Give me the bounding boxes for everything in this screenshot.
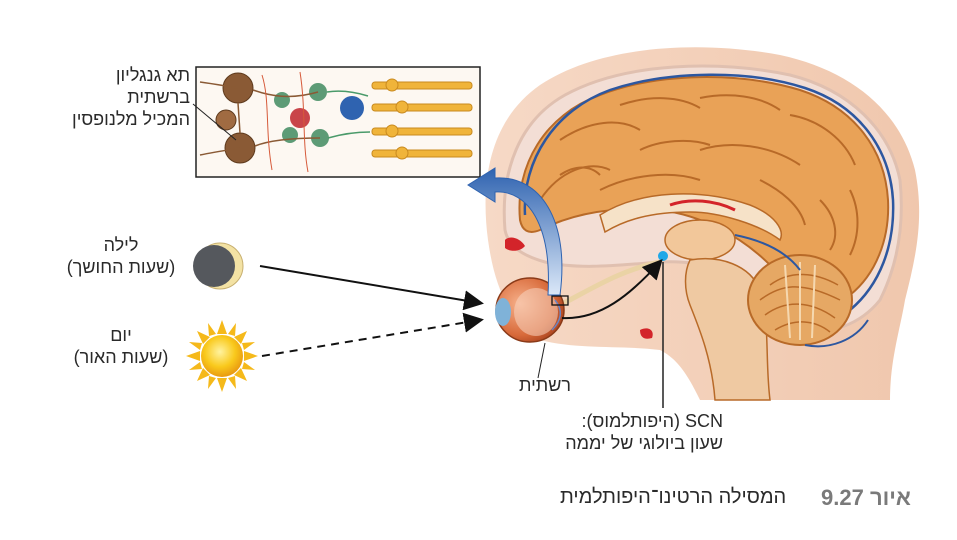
photoreceptors — [371, 78, 473, 160]
retina-to-inset-arrow — [467, 167, 563, 296]
scn-label-line2: שעון ביולוגי של יממה — [565, 433, 723, 453]
retinohypothalamic-arrow — [561, 259, 663, 320]
head-section — [485, 47, 920, 401]
night-label-title: לילה — [103, 235, 139, 255]
moon-icon — [193, 242, 244, 290]
figure-title: המסילה הרטינו־היפותלמית — [560, 486, 787, 508]
day-arrow — [261, 312, 484, 357]
sun-icon — [186, 320, 258, 392]
retina-label: רשתית — [519, 375, 571, 395]
ganglion-label-line2: ברשתית — [127, 87, 190, 107]
corpus-callosum — [599, 193, 782, 242]
day-label-subtitle: (שעות האור) — [73, 347, 169, 367]
day-label-title: יום — [110, 325, 132, 345]
retina-inset — [192, 66, 481, 178]
ganglion-label-line1: תא גנגליון — [115, 65, 190, 85]
day-label: יום (שעות האור) — [62, 324, 180, 368]
ganglion-label-line3: המכיל מלנופסין — [72, 109, 190, 129]
scn-dot — [658, 251, 668, 261]
figure-number: איור 9.27 — [821, 485, 911, 510]
scn-label-line1: SCN (היפותלמוס): — [581, 411, 723, 431]
retina-marker — [551, 295, 569, 306]
cerebellum — [747, 254, 853, 346]
eyeball — [495, 277, 565, 343]
scn-label: SCN (היפותלמוס): שעון ביולוגי של יממה — [560, 410, 723, 454]
night-arrow — [259, 265, 484, 311]
night-label: לילה (שעות החושך) — [62, 234, 180, 278]
ganglion-label: תא גנגליון ברשתית המכיל מלנופסין — [72, 64, 190, 130]
night-label-subtitle: (שעות החושך) — [66, 257, 176, 277]
